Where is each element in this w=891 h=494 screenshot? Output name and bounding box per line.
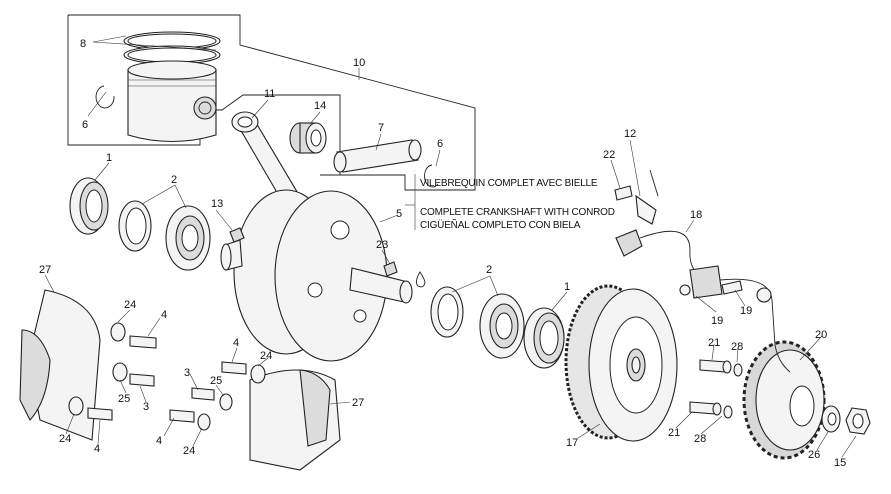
callout-18: 18	[690, 209, 702, 221]
callout-21: 21	[668, 427, 680, 439]
kit-frame	[67, 14, 476, 191]
callout-24: 24	[124, 299, 136, 311]
callout-23: 23	[376, 239, 388, 251]
stator	[742, 340, 826, 460]
callout-24: 24	[260, 350, 272, 362]
callout-7: 7	[378, 122, 384, 134]
callout-4: 4	[94, 443, 100, 455]
woodruff-key-left	[229, 227, 245, 243]
woodruff-key-right	[383, 261, 398, 277]
callout-22: 22	[603, 149, 615, 161]
callout-2: 2	[486, 264, 492, 276]
pickup-wiring	[614, 169, 791, 373]
needle-bearing	[289, 122, 327, 154]
callout-1: 1	[106, 152, 112, 164]
callout-6: 6	[82, 119, 88, 131]
callout-13: 13	[211, 198, 223, 210]
callout-11: 11	[264, 88, 275, 100]
callout-27: 27	[352, 397, 364, 409]
piston	[127, 60, 217, 143]
callout-17: 17	[566, 437, 578, 449]
callout-26: 26	[808, 449, 820, 461]
bolts-center	[169, 361, 266, 431]
callout-2: 2	[171, 174, 177, 186]
circlip-left	[95, 85, 115, 109]
note-line-fr: VILEBREQUIN COMPLET AVEC BIELLE	[420, 178, 598, 189]
stator-bolts	[689, 359, 743, 419]
note-line-en: COMPLETE CRANKSHAFT WITH CONROD	[420, 207, 615, 218]
crankshaft	[220, 189, 413, 362]
callout-19: 19	[711, 315, 723, 327]
piston-rings	[123, 31, 221, 65]
callout-6: 6	[437, 138, 443, 150]
callout-8: 8	[80, 38, 86, 50]
bearing-left	[118, 200, 211, 271]
note-line-es: CIGÜEÑAL COMPLETO CON BIELA	[420, 218, 581, 231]
callout-3: 3	[184, 367, 190, 379]
callout-12: 12	[624, 128, 636, 140]
callout-numbers: 8 6 10 11 14 7 6 1 2 13 5 23 2 1 12 22 1…	[39, 38, 846, 469]
oil-drop-icon	[415, 271, 426, 288]
callout-4: 4	[161, 309, 167, 321]
callout-15: 15	[834, 457, 846, 469]
callout-20: 20	[815, 329, 827, 341]
callout-4: 4	[233, 337, 239, 349]
callout-24: 24	[59, 433, 71, 445]
bolts-left	[68, 322, 157, 421]
callout-19: 19	[740, 305, 752, 317]
piston-pin	[333, 139, 422, 173]
callout-27: 27	[39, 264, 51, 276]
callout-4: 4	[156, 435, 162, 447]
callout-14: 14	[314, 100, 326, 112]
seal-right	[523, 307, 565, 369]
callout-25: 25	[118, 393, 130, 405]
callout-24: 24	[183, 445, 195, 457]
cover-right	[249, 369, 341, 471]
leader-lines	[44, 35, 857, 458]
callout-28: 28	[731, 341, 743, 353]
callout-10: 10	[353, 57, 365, 69]
crankshaft-note: VILEBREQUIN COMPLET AVEC BIELLE COMPLETE…	[420, 178, 615, 231]
flywheel-rotor	[564, 284, 678, 442]
callout-28: 28	[694, 433, 706, 445]
callout-3: 3	[143, 401, 149, 413]
callout-25: 25	[210, 375, 222, 387]
bearing-right	[430, 286, 525, 359]
circlip-right	[424, 164, 439, 188]
callout-21: 21	[708, 337, 720, 349]
seal-left	[69, 177, 109, 235]
washer-nut	[821, 405, 871, 435]
callout-1: 1	[564, 281, 570, 293]
callout-5: 5	[396, 208, 402, 220]
